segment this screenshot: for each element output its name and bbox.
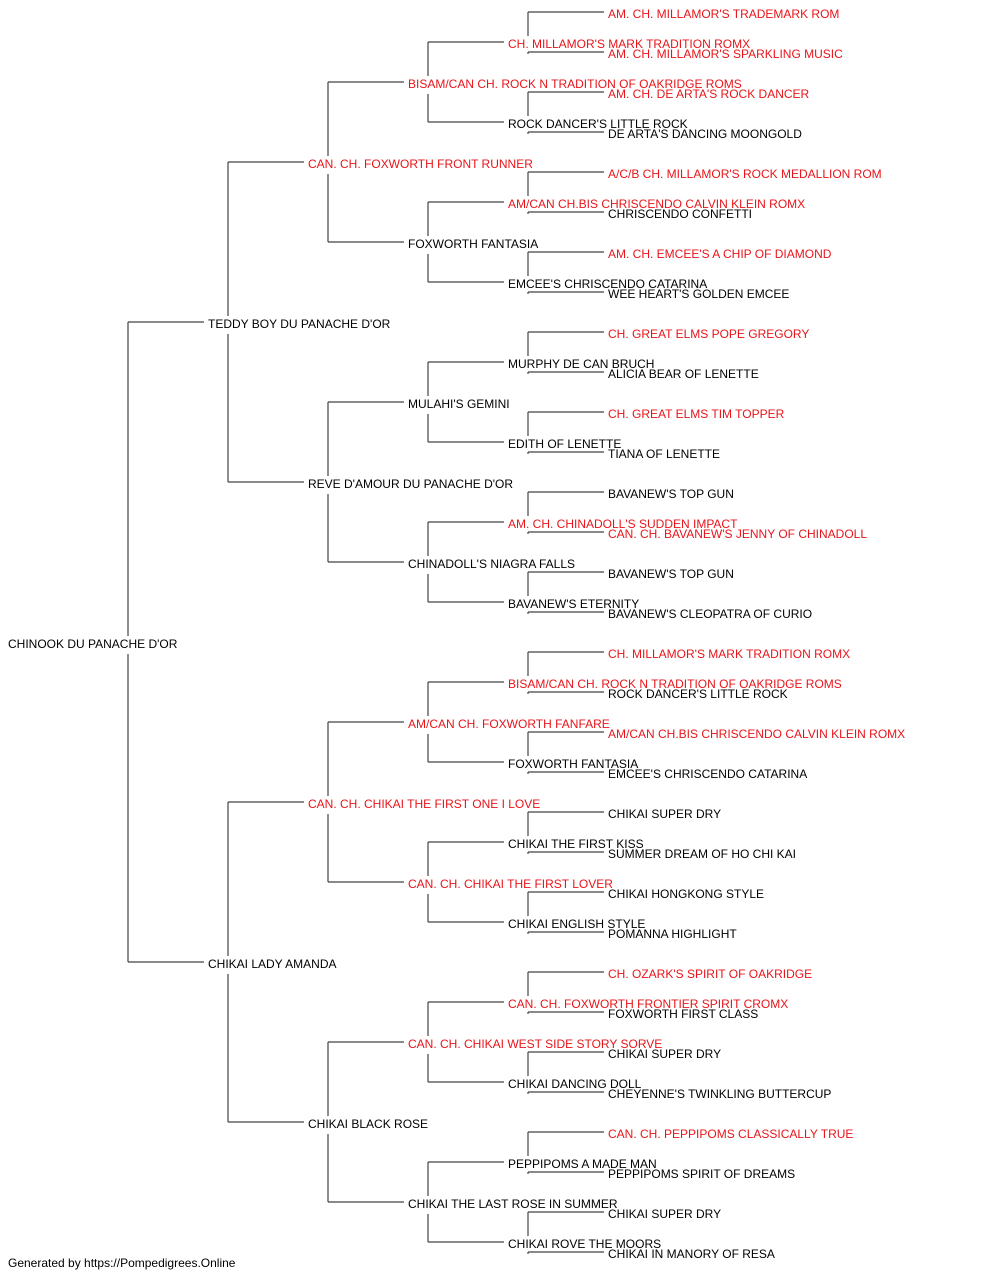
- dog-name-gen5: POMANNA HIGHLIGHT: [608, 927, 737, 941]
- dog-name-gen5: BAVANEW'S TOP GUN: [608, 567, 734, 581]
- dog-name-gen4: BAVANEW'S ETERNITY: [508, 597, 639, 611]
- dog-name-gen4: FOXWORTH FANTASIA: [508, 757, 638, 771]
- dog-name-gen5: CHEYENNE'S TWINKLING BUTTERCUP: [608, 1087, 831, 1101]
- dog-name-gen5: CAN. CH. BAVANEW'S JENNY OF CHINADOLL: [608, 527, 867, 541]
- dog-name-gen5: A/C/B CH. MILLAMOR'S ROCK MEDALLION ROM: [608, 167, 882, 181]
- dog-name-gen5: CH. MILLAMOR'S MARK TRADITION ROMX: [608, 647, 850, 661]
- dog-name-gen5: FOXWORTH FIRST CLASS: [608, 1007, 758, 1021]
- dog-name-gen1: TEDDY BOY DU PANACHE D'OR: [208, 317, 391, 331]
- dog-name-gen5: CHIKAI SUPER DRY: [608, 1047, 721, 1061]
- dog-name-gen5: ALICIA BEAR OF LENETTE: [608, 367, 759, 381]
- dog-name-gen2: CAN. CH. CHIKAI THE FIRST ONE I LOVE: [308, 797, 540, 811]
- dog-name-gen5: CHIKAI SUPER DRY: [608, 1207, 721, 1221]
- dog-name-gen5: CH. GREAT ELMS TIM TOPPER: [608, 407, 785, 421]
- dog-name-gen5: PEPPIPOMS SPIRIT OF DREAMS: [608, 1167, 795, 1181]
- dog-name-gen5: TIANA OF LENETTE: [608, 447, 720, 461]
- dog-name-gen5: DE ARTA'S DANCING MOONGOLD: [608, 127, 802, 141]
- dog-name-gen5: BAVANEW'S TOP GUN: [608, 487, 734, 501]
- dog-name-gen3: FOXWORTH FANTASIA: [408, 237, 538, 251]
- dog-name-gen4: EMCEE'S CHRISCENDO CATARINA: [508, 277, 707, 291]
- dog-name-gen5: AM/CAN CH.BIS CHRISCENDO CALVIN KLEIN RO…: [608, 727, 905, 741]
- footer-credit: Generated by https://Pompedigrees.Online: [8, 1256, 236, 1270]
- dog-name-gen2: REVE D'AMOUR DU PANACHE D'OR: [308, 477, 513, 491]
- dog-name-gen5: WEE HEART'S GOLDEN EMCEE: [608, 287, 789, 301]
- dog-name-gen3: MULAHI'S GEMINI: [408, 397, 510, 411]
- dog-name-gen5: AM. CH. MILLAMOR'S SPARKLING MUSIC: [608, 47, 843, 61]
- dog-name-gen4: BISAM/CAN CH. ROCK N TRADITION OF OAKRID…: [508, 677, 842, 691]
- dog-name-gen5: AM. CH. EMCEE'S A CHIP OF DIAMOND: [608, 247, 832, 261]
- dog-name-gen5: CHIKAI SUPER DRY: [608, 807, 721, 821]
- dog-name-gen0: CHINOOK DU PANACHE D'OR: [8, 637, 178, 651]
- dog-name-gen3: CHIKAI THE LAST ROSE IN SUMMER: [408, 1197, 618, 1211]
- dog-name-gen5: CHIKAI HONGKONG STYLE: [608, 887, 764, 901]
- dog-name-gen3: CHINADOLL'S NIAGRA FALLS: [408, 557, 575, 571]
- dog-name-gen4: CHIKAI DANCING DOLL: [508, 1077, 642, 1091]
- dog-name-gen4: CHIKAI ROVE THE MOORS: [508, 1237, 661, 1251]
- dog-name-gen4: MURPHY DE CAN BRUCH: [508, 357, 654, 371]
- dog-name-gen5: CH. GREAT ELMS POPE GREGORY: [608, 327, 809, 341]
- dog-name-gen5: AM. CH. DE ARTA'S ROCK DANCER: [608, 87, 810, 101]
- dog-name-gen3: BISAM/CAN CH. ROCK N TRADITION OF OAKRID…: [408, 77, 742, 91]
- dog-name-gen5: CAN. CH. PEPPIPOMS CLASSICALLY TRUE: [608, 1127, 853, 1141]
- dog-name-gen4: ROCK DANCER'S LITTLE ROCK: [508, 117, 688, 131]
- dog-name-gen5: AM. CH. MILLAMOR'S TRADEMARK ROM: [608, 7, 839, 21]
- dog-name-gen4: PEPPIPOMS A MADE MAN: [508, 1157, 657, 1171]
- dog-name-gen2: CAN. CH. FOXWORTH FRONT RUNNER: [308, 157, 533, 171]
- dog-name-gen3: CAN. CH. CHIKAI THE FIRST LOVER: [408, 877, 613, 891]
- dog-name-gen4: CHIKAI ENGLISH STYLE: [508, 917, 645, 931]
- dog-name-gen5: CHIKAI IN MANORY OF RESA: [608, 1247, 775, 1261]
- dog-name-gen4: AM. CH. CHINADOLL'S SUDDEN IMPACT: [508, 517, 738, 531]
- dog-name-gen5: ROCK DANCER'S LITTLE ROCK: [608, 687, 788, 701]
- dog-name-gen4: CHIKAI THE FIRST KISS: [508, 837, 644, 851]
- dog-name-gen4: CH. MILLAMOR'S MARK TRADITION ROMX: [508, 37, 750, 51]
- dog-name-gen5: CHRISCENDO CONFETTI: [608, 207, 752, 221]
- dog-name-gen5: BAVANEW'S CLEOPATRA OF CURIO: [608, 607, 812, 621]
- dog-name-gen3: AM/CAN CH. FOXWORTH FANFARE: [408, 717, 610, 731]
- dog-name-gen4: AM/CAN CH.BIS CHRISCENDO CALVIN KLEIN RO…: [508, 197, 805, 211]
- dog-name-gen5: EMCEE'S CHRISCENDO CATARINA: [608, 767, 807, 781]
- dog-name-gen5: CH. OZARK'S SPIRIT OF OAKRIDGE: [608, 967, 812, 981]
- dog-name-gen5: SUMMER DREAM OF HO CHI KAI: [608, 847, 796, 861]
- dog-name-gen4: CAN. CH. FOXWORTH FRONTIER SPIRIT CROMX: [508, 997, 788, 1011]
- dog-name-gen1: CHIKAI LADY AMANDA: [208, 957, 336, 971]
- dog-name-gen2: CHIKAI BLACK ROSE: [308, 1117, 428, 1131]
- dog-name-gen3: CAN. CH. CHIKAI WEST SIDE STORY SORVE: [408, 1037, 662, 1051]
- dog-name-gen4: EDITH OF LENETTE: [508, 437, 621, 451]
